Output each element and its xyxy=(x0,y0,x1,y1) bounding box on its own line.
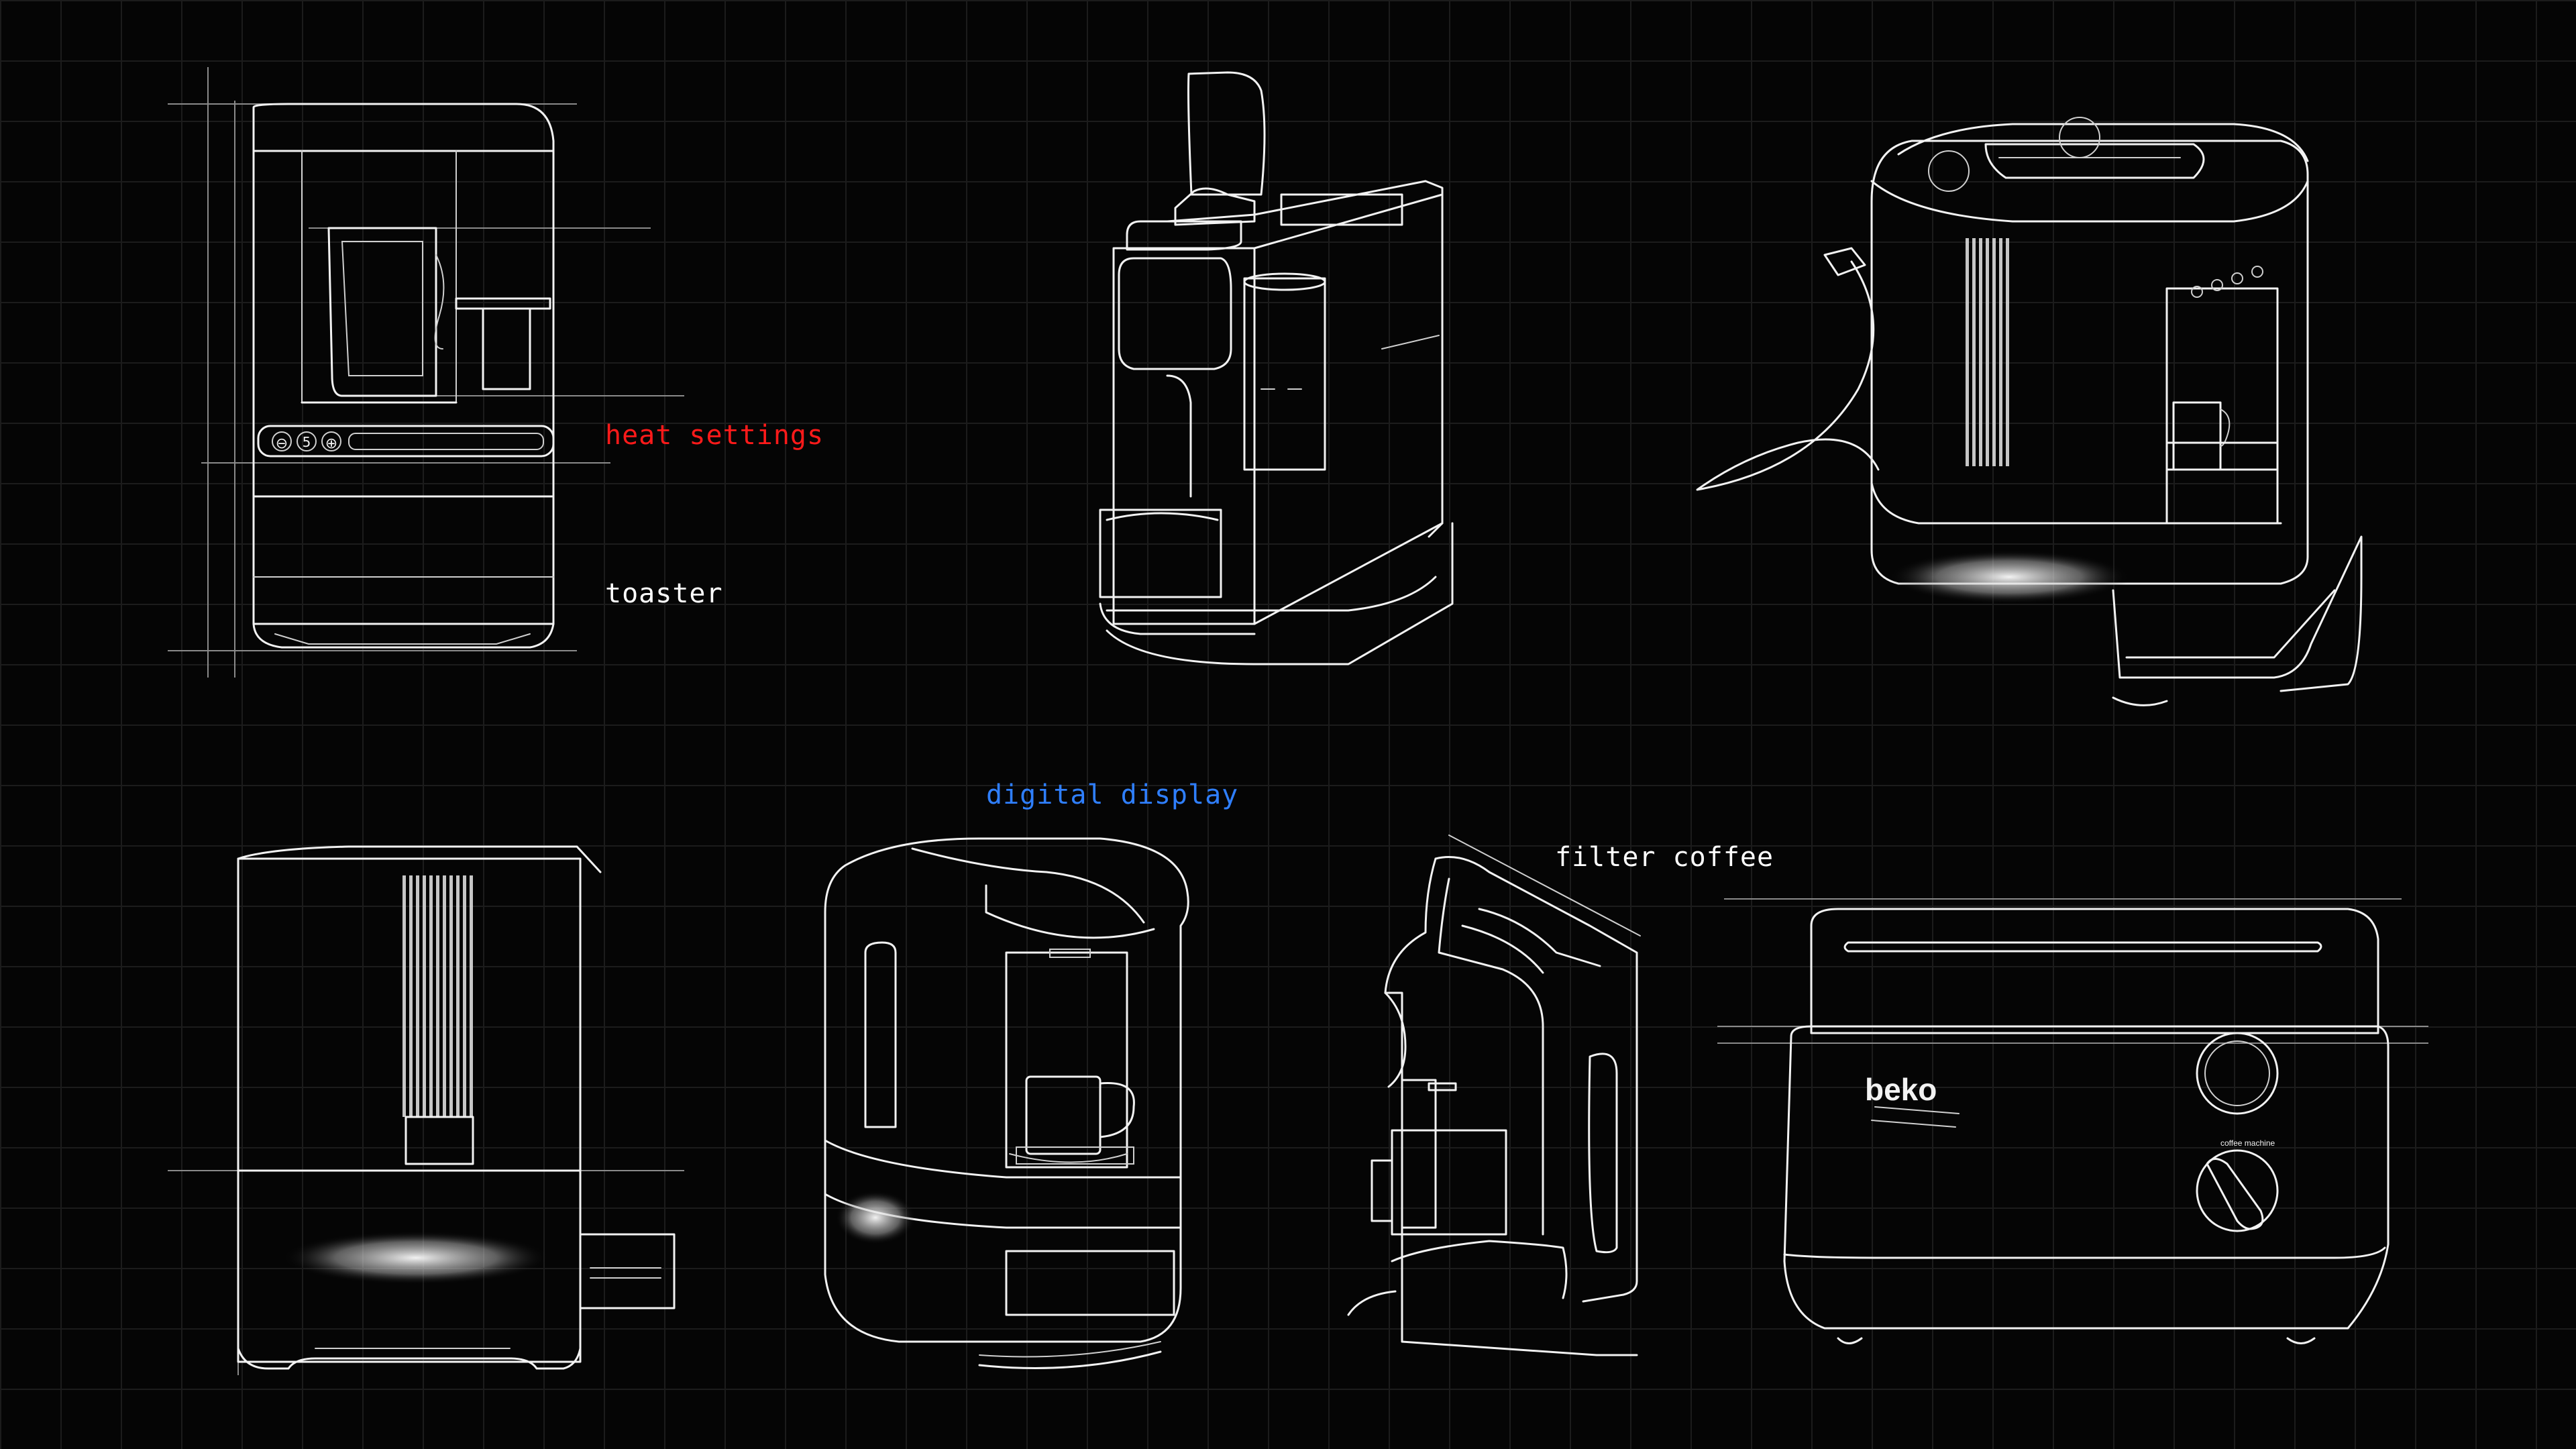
toaster-annotation: toaster xyxy=(605,578,723,609)
minus-icon: ⊖ xyxy=(276,435,288,452)
coffee-machine-drawer-sketch xyxy=(1696,117,2363,706)
dial-caption: coffee machine xyxy=(2220,1138,2275,1148)
beko-machine-sketch xyxy=(1717,898,2428,1344)
digital-display-annotation: digital display xyxy=(986,780,1239,810)
toaster-front-sketch xyxy=(168,67,684,678)
heat-level-value: 5 xyxy=(303,434,311,450)
side-view-sketch xyxy=(168,845,684,1375)
filter-coffee-sketch xyxy=(1347,835,1641,1356)
heat-settings-annotation: heat settings xyxy=(605,420,824,451)
espresso-machine-sketch xyxy=(1099,71,1454,665)
beko-logo: beko xyxy=(1865,1072,1937,1107)
filter-coffee-annotation: filter coffee xyxy=(1555,842,1774,873)
digital-display-machine-sketch xyxy=(824,837,1189,1369)
plus-icon: ⊕ xyxy=(325,435,337,452)
